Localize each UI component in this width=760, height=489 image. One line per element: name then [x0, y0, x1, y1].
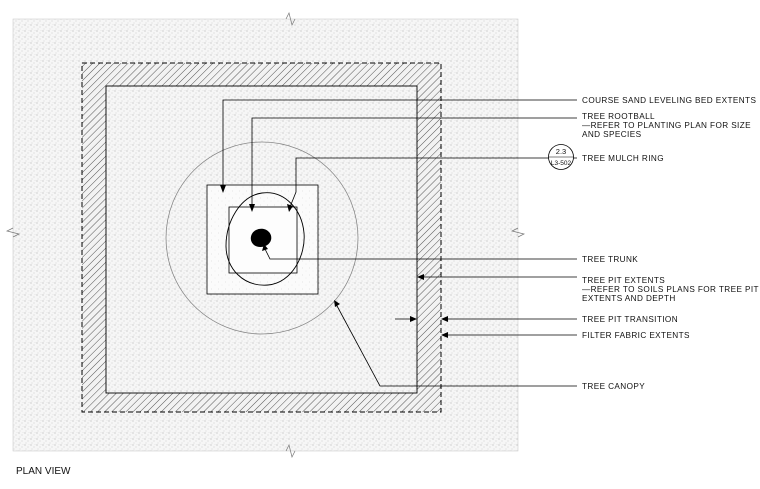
label-rootball-line1: TREE ROOTBALL [582, 112, 655, 121]
label-trunk: TREE TRUNK [582, 255, 638, 264]
break-mark-right [510, 227, 526, 238]
label-pit-line2: —REFER TO SOILS PLANS FOR TREE PIT [582, 285, 759, 294]
arrow-transition-inner [410, 316, 417, 322]
arrow-pit [417, 274, 424, 280]
tree-mulch-ring [225, 192, 305, 286]
leader-mulch [289, 157, 577, 208]
label-pit-line1: TREE PIT EXTENTS [582, 276, 665, 285]
label-pit-line3: EXTENTS AND DEPTH [582, 294, 676, 303]
detail-callout-number: 2.3 [556, 147, 566, 156]
label-fabric: FILTER FABRIC EXTENTS [582, 331, 690, 340]
label-sand-bed: COURSE SAND LEVELING BED EXTENTS [582, 96, 756, 105]
leader-canopy [335, 303, 577, 387]
arrow-mulch [287, 204, 293, 212]
label-rootball-line2: —REFER TO PLANTING PLAN FOR SIZE [582, 121, 751, 130]
label-mulch: TREE MULCH RING [582, 154, 664, 163]
arrow-rootball [249, 204, 255, 212]
break-mark-bottom [285, 443, 296, 459]
leader-trunk [264, 248, 577, 260]
label-transition: TREE PIT TRANSITION [582, 315, 678, 324]
detail-callout-sheet: L3-502 [551, 160, 572, 167]
tree-trunk [250, 228, 272, 248]
drawing-title: PLAN VIEW [16, 466, 71, 477]
arrow-trunk [262, 244, 268, 251]
leader-sand-bed [222, 99, 577, 189]
arrow-fabric [441, 332, 448, 338]
label-rootball-line3: AND SPECIES [582, 130, 642, 139]
leader-rootball [251, 117, 577, 208]
break-mark-top [285, 11, 296, 27]
arrow-sand-bed [220, 185, 226, 193]
break-mark-left [5, 227, 21, 238]
tree-canopy [165, 141, 359, 335]
label-canopy: TREE CANOPY [582, 382, 645, 391]
arrow-transition [441, 316, 448, 322]
arrow-canopy [334, 300, 340, 307]
